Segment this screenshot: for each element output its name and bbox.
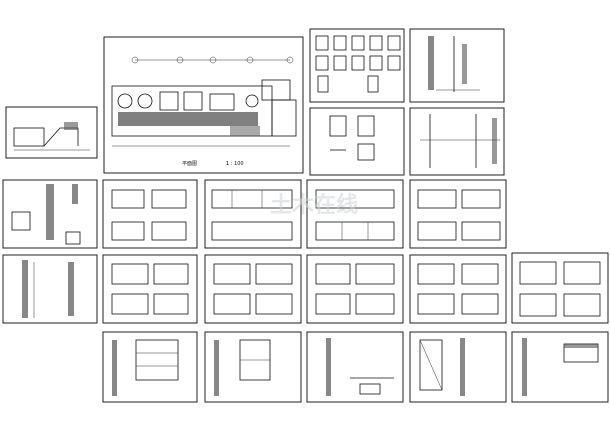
sheet-row2-4[interactable]: [306, 179, 404, 249]
sheet-details-grid[interactable]: [309, 28, 405, 103]
sheet-row3-3[interactable]: [204, 254, 302, 324]
sheet-row4-5[interactable]: [511, 331, 609, 403]
sheet-row2-2[interactable]: [102, 179, 198, 249]
plan-body: [111, 79, 297, 147]
sheet-row2-1[interactable]: [2, 179, 98, 249]
plan-scale: 1 : 100: [226, 161, 244, 167]
watermark: 土木在线: [270, 192, 358, 218]
sheet-row4-4[interactable]: [409, 331, 507, 403]
sheet-row2-5[interactable]: [409, 179, 507, 249]
axis-grid: [131, 56, 294, 64]
sheet-row3-4[interactable]: [306, 254, 404, 324]
floor-plan-sheet[interactable]: 平面图 1 : 100: [103, 36, 304, 174]
sheet-left-small[interactable]: [5, 106, 98, 159]
plan-title: 平面图: [182, 161, 197, 167]
sheet-row4-2[interactable]: [204, 331, 302, 403]
sheet-section-2[interactable]: [309, 107, 405, 176]
sheet-row3-5[interactable]: [409, 254, 507, 324]
sheet-row4-3[interactable]: [306, 331, 404, 403]
sheet-section-3[interactable]: [409, 107, 505, 176]
sheet-row3-1[interactable]: [2, 254, 98, 324]
sheet-wall-section-1[interactable]: [409, 28, 505, 103]
sheet-row4-1[interactable]: [102, 331, 198, 403]
sheet-row3-2[interactable]: [102, 254, 198, 324]
sheet-row2-3[interactable]: [204, 179, 302, 249]
sheet-row3-6[interactable]: [511, 252, 609, 324]
